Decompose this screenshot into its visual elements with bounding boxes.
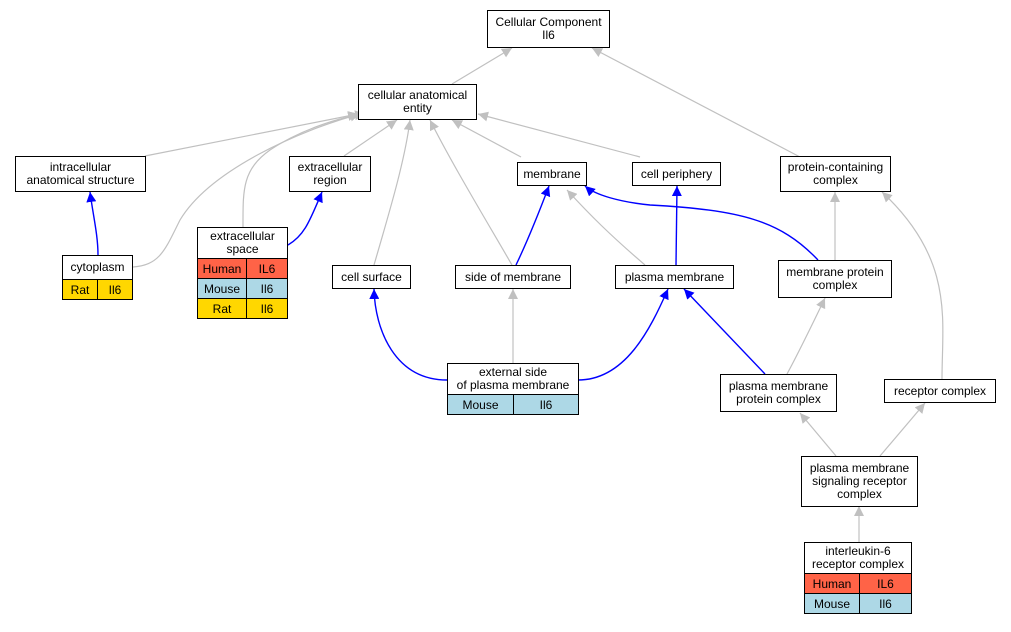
gene-cell: IL6 [246, 258, 288, 279]
edge-cytoplasm-to-ias [86, 191, 99, 256]
edge-mpc-to-membrane [584, 185, 819, 261]
node-label: Il6 [542, 28, 555, 42]
node-label: receptor complex [893, 383, 987, 398]
node-label: signaling receptor [812, 474, 907, 488]
node-label: protein-containing [787, 160, 884, 174]
node-label: entity [403, 101, 432, 115]
edge-surface-to-cae [373, 119, 414, 266]
node-label: cell periphery [640, 166, 713, 181]
node-cell-surface[interactable]: cell surface [332, 265, 411, 289]
edge-pmsrc-to-rc [879, 402, 926, 457]
edge-periphery-to-cae [477, 111, 641, 158]
node-label: intracellular [49, 160, 112, 174]
node-label: side of membrane [464, 269, 562, 284]
edge-membrane-to-cae [451, 119, 522, 158]
node-label: plasma membrane [809, 461, 910, 475]
edge-ecs-to-cae [242, 110, 366, 228]
node-label: complex [813, 173, 858, 187]
node-label: complex [812, 278, 858, 292]
species-cell: Mouse [447, 394, 514, 415]
node-label: membrane protein [786, 265, 884, 279]
node-receptor-complex[interactable]: receptor complex [884, 379, 996, 403]
edge-ias-to-cae [144, 111, 359, 157]
node-label: plasma membrane [624, 269, 725, 284]
node-membrane[interactable]: membrane [517, 162, 587, 186]
edge-ecr-to-cae [343, 119, 398, 157]
edge-pmsrc-to-pmpc [799, 412, 837, 457]
edge-pcc-to-root [591, 47, 801, 158]
gene-cell: Il6 [246, 298, 288, 319]
species-cell: Human [197, 258, 247, 279]
node-label: anatomical structure [26, 173, 135, 187]
node-label: cell surface [341, 269, 402, 284]
edge-rc-to-pcc [881, 191, 944, 380]
edge-ecs-to-ecr [287, 191, 323, 246]
node-cytoplasm[interactable]: cytoplasm Rat Il6 [62, 255, 133, 300]
edge-som-to-cae [429, 119, 513, 266]
node-label: region [313, 173, 347, 187]
species-cell: Rat [62, 279, 98, 300]
node-label: Cellular Component [495, 15, 602, 29]
edge-pmpc-to-mpc [786, 297, 826, 375]
gene-cell: IL6 [859, 573, 912, 594]
species-cell: Rat [197, 298, 247, 319]
node-label: complex [837, 487, 882, 501]
node-label: cytoplasm [62, 255, 133, 280]
gene-cell: Il6 [97, 279, 133, 300]
species-cell: Mouse [804, 593, 860, 614]
node-label: cellular anatomical [367, 88, 468, 102]
species-cell: Human [804, 573, 860, 594]
edge-espm-to-surface [369, 288, 448, 381]
node-label: membrane [523, 166, 581, 181]
node-cell-periphery[interactable]: cell periphery [632, 162, 721, 186]
species-cell: Mouse [197, 278, 247, 299]
edge-cytoplasm-to-cae [132, 111, 361, 268]
gene-cell: Il6 [513, 394, 579, 415]
node-side-of-membrane[interactable]: side of membrane [455, 265, 571, 289]
gene-cell: Il6 [246, 278, 288, 299]
edge-pm-to-membrane [566, 189, 646, 266]
node-label: protein complex [736, 392, 821, 406]
edge-cae-to-root [451, 47, 513, 85]
node-label: plasma membrane [728, 379, 829, 393]
edge-pmpc-to-pm [683, 288, 766, 375]
node-label: extracellular [297, 160, 363, 174]
node-plasma-membrane[interactable]: plasma membrane [615, 265, 734, 289]
edge-pm-to-periphery [671, 185, 682, 266]
gene-cell: Il6 [859, 593, 912, 614]
edge-espm-to-pm [577, 288, 669, 381]
edge-som-to-membrane [515, 185, 551, 266]
